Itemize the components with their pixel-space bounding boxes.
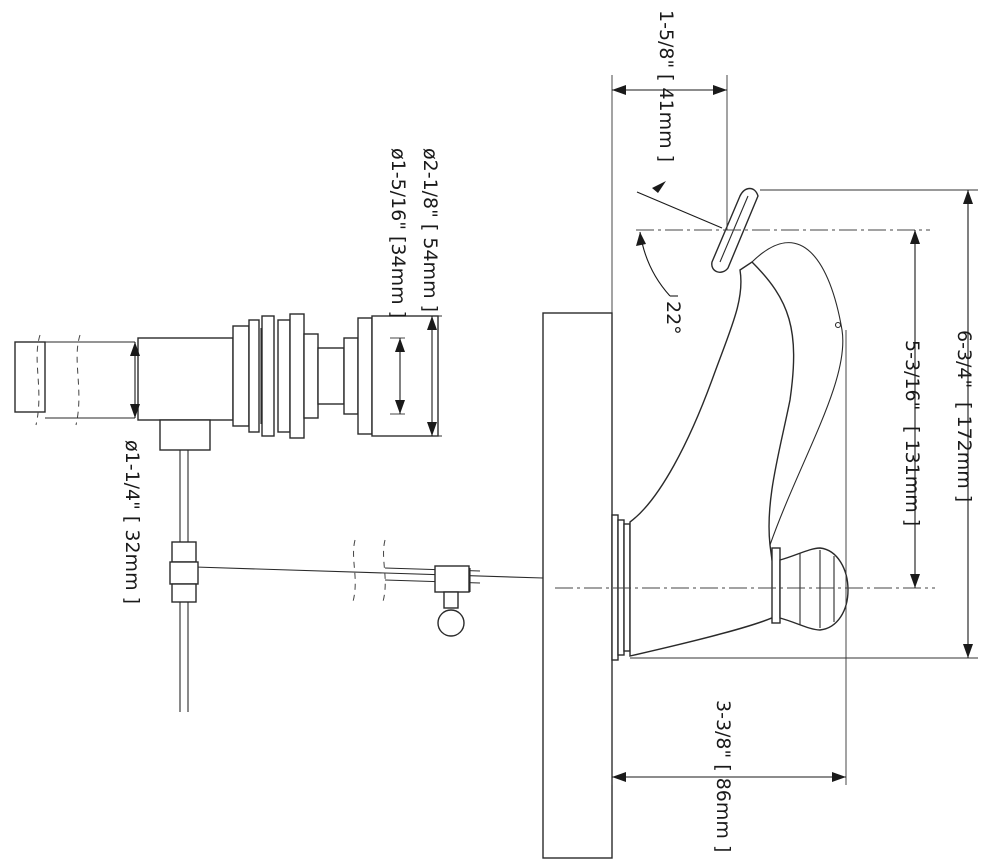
dim-spout-projection: 1-5/8" [ 41mm ] xyxy=(612,10,727,162)
dim-spout-angle: 22° xyxy=(636,181,723,335)
dim-drain-body-dia: ø1-5/16" [34mm ] xyxy=(387,148,409,318)
countertop xyxy=(542,312,613,859)
dim-spout-height-imperial: 5-3/16" xyxy=(901,340,923,410)
dim-base-depth: 3-3/8" [ 86mm ] xyxy=(612,700,846,852)
dim-spout-projection-metric: [ 41mm ] xyxy=(655,74,677,162)
dim-base-depth-imperial: 3-3/8" xyxy=(712,700,734,758)
dim-overall-height-metric: [ 172mm ] xyxy=(953,402,975,502)
dim-spout-projection-imperial: 1-5/8" xyxy=(655,10,677,68)
pop-up-rod-assembly xyxy=(169,450,544,712)
dim-spout-height: 5-3/16" [ 131mm ] xyxy=(901,230,923,588)
dim-drain-flange-dia: ø2-1/8" [ 54mm ] xyxy=(419,148,441,312)
drain-assembly xyxy=(14,313,442,451)
dim-base-depth-metric: [ 86mm ] xyxy=(712,764,734,852)
dim-tailpiece-dia: ø1-1/4" [ 32mm ] xyxy=(121,440,143,604)
dim-spout-angle-value: 22° xyxy=(662,301,684,335)
faucet-handle xyxy=(771,547,849,631)
dim-overall-height: 6-3/4" [ 172mm ] xyxy=(953,190,975,658)
dim-spout-height-metric: [ 131mm ] xyxy=(901,426,923,526)
dim-overall-height-imperial: 6-3/4" xyxy=(953,330,975,388)
